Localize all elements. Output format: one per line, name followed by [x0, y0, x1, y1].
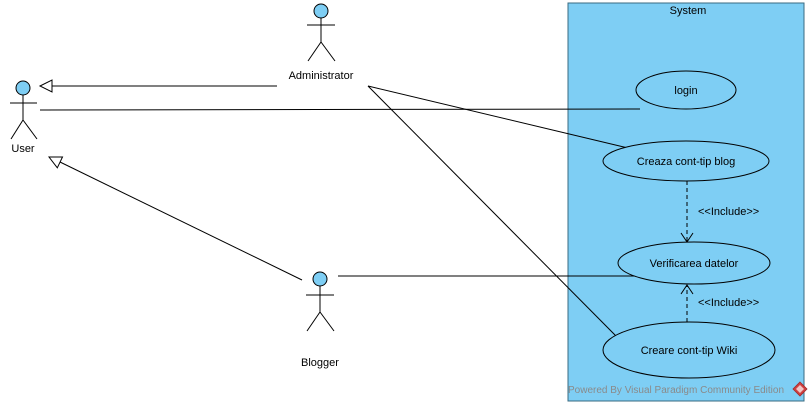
actor-user-head — [15, 80, 31, 96]
visual-paradigm-logo-icon — [792, 381, 808, 397]
usecase-creaza-label: Creaza cont-tip blog — [637, 156, 735, 168]
generalization-blogger-user[interactable] — [59, 161, 303, 281]
actor-administrator-head — [313, 3, 329, 19]
usecase-verificarea-label: Verificarea datelor — [650, 258, 739, 270]
usecase-verificarea-datelor[interactable]: Verificarea datelor — [617, 241, 771, 285]
association-administrator-creaza[interactable] — [367, 85, 629, 149]
usecase-creaza-cont-tip-blog[interactable]: Creaza cont-tip blog — [602, 140, 770, 182]
include-arrowhead-2 — [680, 284, 694, 295]
association-administrator-creare[interactable] — [367, 85, 617, 337]
actor-administrator[interactable]: Administrator — [289, 3, 354, 82]
association-user-login[interactable] — [39, 108, 641, 111]
actor-blogger-head — [312, 271, 328, 287]
include-label-2: <<Include>> — [698, 297, 759, 309]
actor-user-label: User — [11, 143, 35, 155]
usecase-login[interactable]: login — [635, 70, 737, 110]
actor-administrator-label: Administrator — [289, 70, 354, 82]
actor-user[interactable]: User — [10, 80, 38, 155]
actor-blogger-label: Blogger — [301, 357, 339, 369]
actor-blogger[interactable]: Blogger — [301, 271, 339, 369]
usecase-login-label: login — [674, 85, 697, 97]
include-label-1: <<Include>> — [698, 206, 759, 218]
generalization-arrowhead-blogger — [47, 156, 64, 169]
usecase-creare-cont-tip-wiki[interactable]: Creare cont-tip Wiki — [602, 321, 776, 379]
system-label: System — [670, 5, 707, 17]
generalization-arrowhead-admin — [38, 79, 53, 93]
usecase-creare-label: Creare cont-tip Wiki — [641, 345, 738, 357]
watermark-text: Powered By Visual Paradigm Community Edi… — [568, 385, 784, 396]
